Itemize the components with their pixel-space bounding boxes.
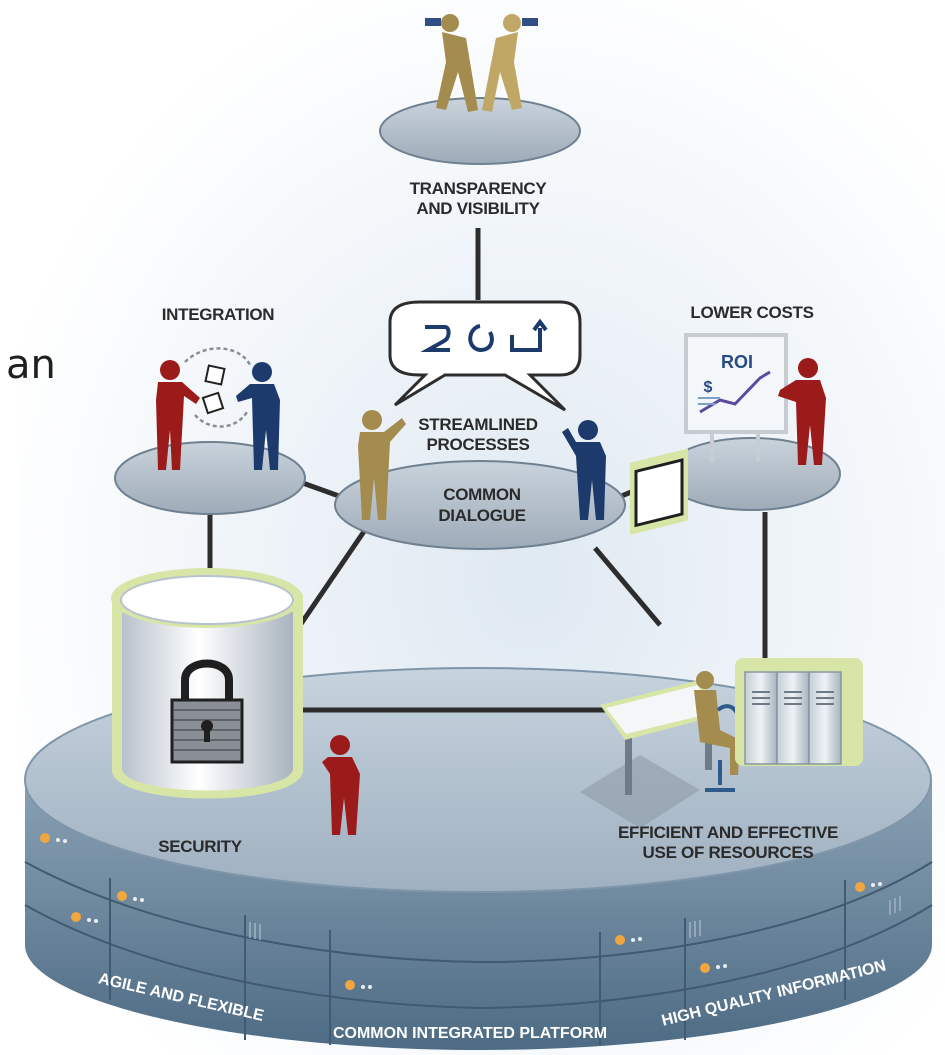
server-rack-icon bbox=[735, 658, 863, 766]
person-red-phone-icon bbox=[322, 735, 360, 835]
person-gold-seated-icon bbox=[694, 671, 740, 775]
security-label: SECURITY bbox=[158, 837, 243, 856]
process-arrows-icon bbox=[420, 318, 548, 353]
node-integration bbox=[114, 347, 306, 515]
transparency-label-line2: AND VISIBILITY bbox=[416, 199, 540, 218]
resources-label-line1: EFFICIENT AND EFFECTIVE bbox=[618, 823, 838, 842]
resources-label-line2: USE OF RESOURCES bbox=[643, 843, 814, 862]
node-common-dialogue bbox=[334, 410, 626, 550]
common-dialogue-label-line1: COMMON bbox=[443, 485, 521, 504]
integration-exchange-icon bbox=[184, 347, 252, 428]
person-red-integration-icon bbox=[156, 360, 200, 470]
node-lower-costs: ROI $ bbox=[663, 333, 841, 511]
platform-label-common: COMMON INTEGRATED PLATFORM bbox=[333, 1025, 607, 1042]
node-resources bbox=[580, 448, 863, 828]
person-red-presenter-icon bbox=[778, 358, 826, 465]
transparency-label-line1: TRANSPARENCY bbox=[410, 179, 548, 198]
integration-label: INTEGRATION bbox=[162, 305, 275, 324]
roi-sign-currency: $ bbox=[704, 379, 713, 396]
binocular-figures-icon bbox=[425, 14, 538, 112]
speech-bubble bbox=[388, 300, 582, 412]
streamlined-label-line1: STREAMLINED bbox=[418, 415, 538, 434]
person-gold-dialogue-icon bbox=[358, 410, 406, 520]
roi-board-icon: ROI $ bbox=[684, 333, 788, 462]
streamlined-label-line2: PROCESSES bbox=[426, 435, 529, 454]
roi-sign-text: ROI bbox=[721, 352, 753, 372]
padlock-icon bbox=[170, 659, 244, 764]
person-blue-dialogue-icon bbox=[562, 420, 606, 520]
node-security bbox=[111, 568, 303, 799]
workstation-icon bbox=[580, 448, 720, 828]
node-transparency bbox=[379, 14, 581, 165]
common-dialogue-label-line2: DIALOGUE bbox=[438, 506, 525, 525]
side-text-fragment-2: an bbox=[6, 342, 56, 388]
lower-costs-label: LOWER COSTS bbox=[690, 303, 813, 322]
person-blue-integration-icon bbox=[236, 362, 280, 470]
